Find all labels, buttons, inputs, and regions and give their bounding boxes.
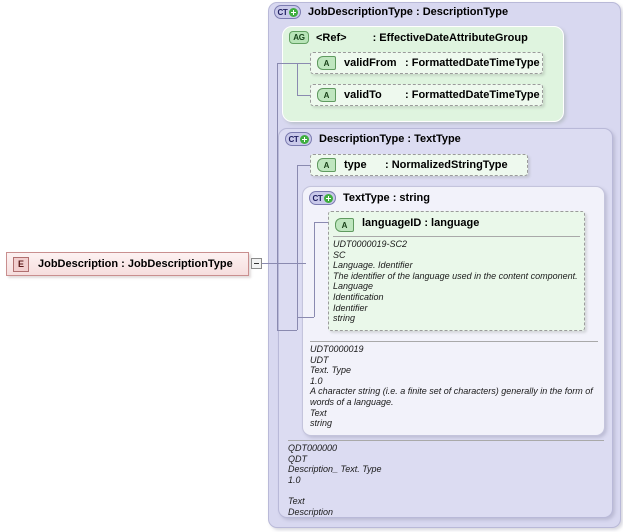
complextype-header-texttype[interactable]: CT TextType : string (309, 191, 430, 205)
attributegroup-header[interactable]: AG <Ref> : EffectiveDateAttributeGroup (289, 31, 528, 44)
attribute-box-type[interactable]: A type : NormalizedStringType (310, 154, 528, 176)
connector-line (297, 95, 310, 96)
attribute-box-languageid[interactable]: A languageID : language (328, 211, 585, 331)
element-label-jobdescription: JobDescription : JobDescriptionType (38, 258, 233, 270)
connector-line (297, 165, 298, 330)
connector-line (314, 222, 328, 223)
attribute-type-validto: : FormattedDateTimeType (405, 89, 540, 101)
attribute-badge-wrap-validfrom: A (317, 56, 336, 70)
complextype-expand-icon[interactable]: CT (285, 132, 312, 146)
complextype-title-texttype: TextType : string (343, 192, 430, 204)
connector-line (277, 63, 297, 64)
element-box-jobdescription[interactable]: E JobDescription : JobDescriptionType (6, 252, 249, 276)
ct-badge-label: CT (288, 134, 299, 144)
attribute-box-validto[interactable]: A validTo : FormattedDateTimeType (310, 84, 543, 106)
complextype-header-descriptiontype[interactable]: CT DescriptionType : TextType (285, 132, 461, 146)
languageid-separator (333, 236, 580, 237)
connector-line (262, 263, 306, 264)
attribute-badge-icon: A (335, 218, 354, 232)
connector-line (297, 63, 298, 95)
descriptiontype-separator (288, 440, 604, 441)
attribute-name-validto: validTo (344, 89, 382, 101)
attributegroup-badge-icon: AG (289, 31, 309, 44)
attribute-name-type: type (344, 159, 367, 171)
attribute-badge-icon: A (317, 88, 336, 102)
complextype-expand-icon[interactable]: CT (274, 5, 301, 19)
plus-icon[interactable] (288, 7, 298, 17)
attribute-badge-wrap-type: A (317, 158, 336, 172)
complextype-title-jobdescriptiontype: JobDescriptionType : DescriptionType (308, 6, 509, 18)
attributegroup-type-label: : EffectiveDateAttributeGroup (372, 31, 528, 44)
ct-badge-label: CT (277, 7, 288, 17)
attribute-name-validfrom: validFrom (344, 57, 397, 69)
attribute-type-validfrom: : FormattedDateTimeType (405, 57, 540, 69)
plus-icon[interactable] (299, 134, 309, 144)
annotation-languageid: UDT0000019-SC2 SC Language. Identifier T… (333, 239, 578, 324)
annotation-texttype: UDT0000019 UDT Text. Type 1.0 A characte… (310, 344, 593, 429)
attributegroup-ref-label: <Ref> (316, 31, 347, 44)
complextype-title-descriptiontype: DescriptionType : TextType (319, 133, 461, 145)
ct-badge-label: CT (312, 193, 323, 203)
connector-line (314, 222, 315, 317)
attribute-name-languageid: languageID : language (362, 217, 480, 229)
attribute-badge-wrap-validto: A (317, 88, 336, 102)
attribute-box-validfrom[interactable]: A validFrom : FormattedDateTimeType (310, 52, 543, 74)
attribute-badge-icon: A (317, 158, 336, 172)
plus-icon[interactable] (323, 193, 333, 203)
texttype-separator (310, 341, 598, 342)
attribute-badge-wrap-languageid: A (335, 218, 354, 232)
connector-line (297, 317, 314, 318)
connector-line (277, 63, 278, 263)
connector-line (297, 165, 310, 166)
collapse-toggle[interactable] (251, 258, 262, 269)
connector-line (297, 63, 310, 64)
connector-line (277, 263, 278, 330)
attribute-type-type: : NormalizedStringType (385, 159, 508, 171)
complextype-expand-icon[interactable]: CT (309, 191, 336, 205)
complextype-header-jobdescriptiontype[interactable]: CT JobDescriptionType : DescriptionType (274, 5, 508, 19)
connector-line (277, 330, 297, 331)
attributegroup-panel-effectivedate (282, 26, 564, 122)
element-badge-icon: E (13, 256, 29, 272)
annotation-descriptiontype: QDT000000 QDT Description_ Text. Type 1.… (288, 443, 382, 517)
attribute-badge-icon: A (317, 56, 336, 70)
